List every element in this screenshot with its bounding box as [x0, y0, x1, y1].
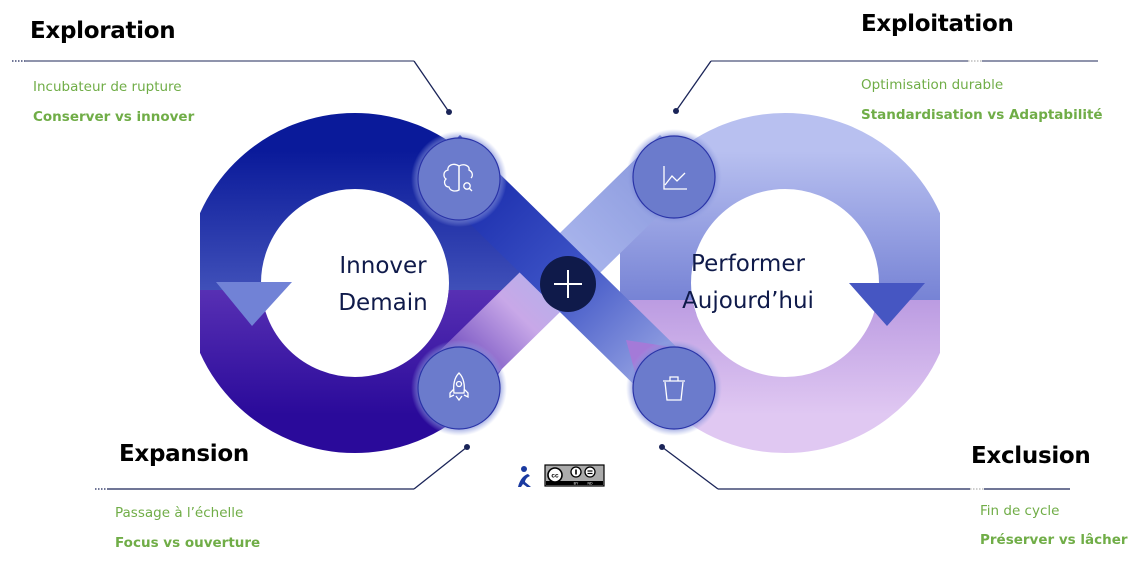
exploration-tension: Conserver vs innover [33, 109, 195, 125]
connector-exploration [12, 60, 452, 115]
cc-text: cc [551, 473, 559, 480]
left-loop [200, 113, 520, 453]
exploration-subtitle: Incubateur de rupture [33, 79, 182, 95]
center-plus-button[interactable] [540, 256, 596, 312]
node-exclusion[interactable] [626, 340, 722, 436]
right-loop-arrowhead [849, 283, 925, 326]
node-expansion[interactable] [411, 340, 507, 436]
nd-text: ND [587, 482, 593, 486]
line-chart-icon [663, 166, 687, 190]
exploitation-subtitle: Optimisation durable [861, 77, 1004, 93]
connector-expansion [95, 444, 470, 490]
connector-exploitation [673, 60, 1098, 114]
left-loop-label: Innover Demain [318, 248, 448, 322]
by-text: BY [574, 482, 579, 486]
person-logo-icon [518, 466, 531, 487]
exploitation-title: Exploitation [861, 11, 1014, 37]
plus-icon [554, 270, 582, 298]
right-loop-label-line1: Performer [691, 251, 805, 277]
footer-badges: cc BY ND [508, 462, 608, 490]
node-exploitation[interactable] [626, 129, 722, 225]
right-loop-label-line2: Aujourd’hui [682, 288, 814, 314]
exclusion-tension: Préserver vs lâcher [980, 532, 1128, 548]
exclusion-subtitle: Fin de cycle [980, 503, 1060, 519]
expansion-title: Expansion [119, 441, 249, 467]
expansion-subtitle: Passage à l’échelle [115, 505, 244, 521]
exploration-title: Exploration [30, 18, 176, 44]
brain-search-icon [443, 163, 473, 192]
node-exploration[interactable] [411, 131, 507, 227]
connector-exclusion [659, 444, 1070, 490]
left-loop-arrowhead [216, 282, 292, 326]
exploitation-tension: Standardisation vs Adaptabilité [861, 107, 1103, 123]
trash-bin-icon [663, 376, 685, 401]
cc-by-nd-license-badge: cc BY ND [544, 464, 605, 487]
left-loop-label-line1: Innover [339, 253, 427, 279]
left-loop-label-line2: Demain [338, 290, 428, 316]
right-loop-label: Performer Aujourd’hui [668, 246, 828, 320]
rocket-icon [449, 372, 469, 402]
right-loop [620, 113, 940, 453]
exclusion-title: Exclusion [971, 443, 1091, 469]
expansion-tension: Focus vs ouverture [115, 535, 261, 551]
